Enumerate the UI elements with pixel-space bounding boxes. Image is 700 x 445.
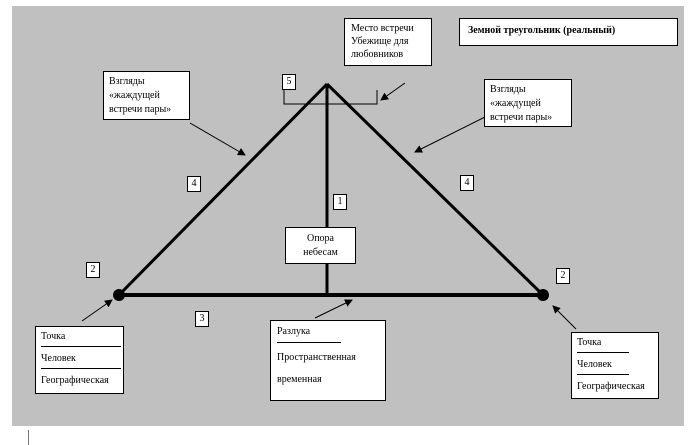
right-point-item-2: Человек	[577, 359, 612, 370]
support-box: Опора небесам	[285, 227, 356, 264]
arrow-left-point	[81, 299, 113, 322]
gaze-left-box: Взгляды «жаждущей встречи пары»	[103, 71, 190, 120]
left-vertex-dot	[113, 289, 125, 301]
right-vertex-dot	[537, 289, 549, 301]
label-2-right: 2	[556, 268, 570, 284]
meeting-place-box: Место встречи Убежище для любовников	[344, 18, 432, 66]
apex-bracket	[283, 90, 378, 105]
arrow-meeting	[380, 82, 406, 101]
separation-item-2: Пространственная	[277, 352, 356, 363]
separation-box: Разлука Пространственная временная	[270, 320, 386, 401]
diagram-title: Земной треугольник (реальный)	[468, 25, 616, 36]
label-3: 3	[195, 311, 209, 327]
right-point-item-3: Географическая	[577, 381, 645, 392]
separation-item-1: Разлука	[277, 326, 311, 337]
page-edge-mark	[28, 430, 29, 445]
gaze-right-text: Взгляды «жаждущей встречи пары»	[490, 84, 553, 123]
label-2-left: 2	[86, 262, 100, 278]
left-point-box: Точка Человек Географическая	[35, 326, 124, 394]
right-point-item-1: Точка	[577, 337, 602, 348]
right-side-line	[325, 82, 545, 297]
label-1: 1	[333, 194, 347, 210]
arrow-separation	[314, 299, 353, 319]
separation-item-3: временная	[277, 374, 322, 385]
gaze-left-text: Взгляды «жаждущей встречи пары»	[109, 76, 172, 115]
label-4-right: 4	[460, 175, 474, 191]
right-point-box: Точка Человек Географическая	[571, 332, 659, 399]
meeting-place-text: Место встречи Убежище для любовников	[351, 23, 414, 60]
arrow-left-gaze	[189, 122, 246, 156]
left-side-line	[117, 82, 329, 297]
gaze-right-box: Взгляды «жаждущей встречи пары»	[484, 79, 572, 127]
support-text: Опора небесам	[303, 233, 338, 258]
arrow-right-point	[552, 305, 577, 330]
left-point-item-3: Географическая	[41, 375, 109, 386]
label-5: 5	[282, 74, 296, 90]
left-point-item-1: Точка	[41, 331, 66, 342]
left-point-item-2: Человек	[41, 353, 76, 364]
label-4-left: 4	[187, 176, 201, 192]
title-box: Земной треугольник (реальный)	[459, 18, 678, 46]
arrow-right-gaze	[414, 116, 486, 153]
